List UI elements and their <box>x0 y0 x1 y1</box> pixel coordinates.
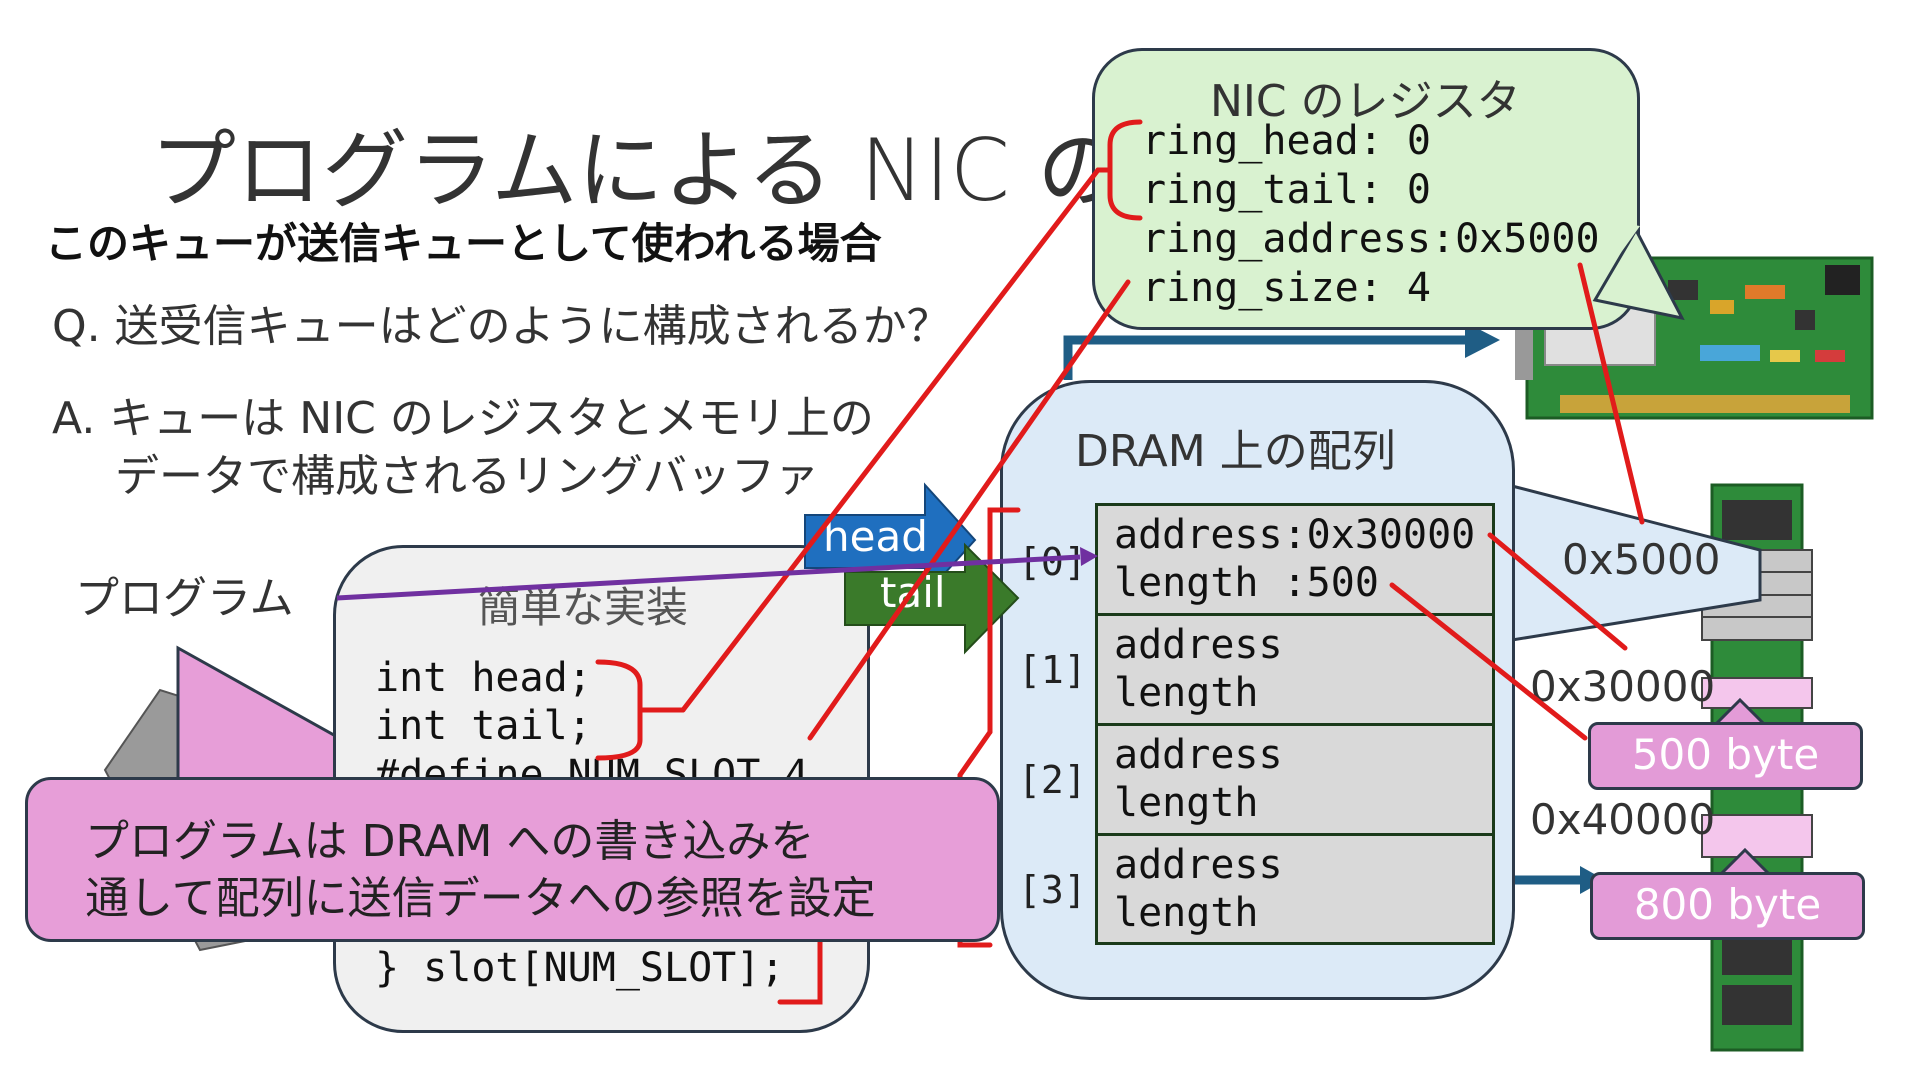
callout-line-2: 通して配列に送信データへの参照を設定 <box>85 873 876 924</box>
leader-line <box>1389 582 1588 741</box>
register-line: ring_head: 0 <box>1142 118 1431 164</box>
callout-box <box>25 777 1000 942</box>
slot-address: address:0x30000 <box>1114 512 1476 558</box>
buffer1-address-label: 0x30000 <box>1530 662 1716 711</box>
dram-panel-title: DRAM 上の配列 <box>1075 426 1396 477</box>
slot-bracket <box>987 507 1021 735</box>
slot-array: address:0x30000 length :500 address leng… <box>1095 503 1495 945</box>
slot-index: [3] <box>1018 868 1087 912</box>
connector-arrowhead <box>1465 322 1500 358</box>
leader-line <box>807 279 1131 741</box>
program-arrow <box>336 554 1081 601</box>
leader-line <box>1487 532 1628 651</box>
code-bracket <box>595 659 686 761</box>
program-arrowhead <box>1080 547 1098 566</box>
question-text: Q. 送受信キューはどのように構成されるか？ <box>52 301 951 352</box>
register-line: ring_size: 4 <box>1142 265 1431 311</box>
code-line: int head; <box>375 655 592 701</box>
leader-line <box>1577 262 1645 525</box>
answer-line-1: A. キューは NIC のレジスタとメモリ上の <box>52 393 874 444</box>
buffer2-size-tag: 800 byte <box>1590 872 1865 940</box>
code-line: int tail; <box>375 703 592 749</box>
head-arrow-label: head <box>823 512 928 561</box>
register-bracket <box>1095 119 1143 221</box>
page-title: プログラムによる NIC の <box>150 121 1124 221</box>
slot-address: address <box>1114 622 1283 668</box>
nic-panel-title: NIC のレジスタ <box>1210 76 1521 127</box>
nic-register-panel <box>1092 48 1640 330</box>
slot-length: length <box>1114 670 1259 716</box>
buffer1-size-tag: 500 byte <box>1588 722 1863 790</box>
slot-address: address <box>1114 842 1283 888</box>
callout-line-1: プログラムは DRAM への書き込みを <box>85 816 815 867</box>
program-label: プログラム <box>75 573 294 624</box>
leader-line <box>680 167 1101 713</box>
register-line: ring_address:0x5000 <box>1142 216 1600 262</box>
slot-length: length <box>1114 780 1259 826</box>
slot-index: [1] <box>1018 648 1087 692</box>
slot-row: address length <box>1098 616 1492 726</box>
code-line: } slot[NUM_SLOT]; <box>375 945 785 991</box>
slot-row: address:0x30000 length :500 <box>1098 506 1492 616</box>
slot-row: address length <box>1098 836 1492 946</box>
slot-row: address length <box>1098 726 1492 836</box>
code-panel-title: 簡単な実装 <box>478 583 689 632</box>
subtitle: このキューが送信キューとして使われる場合 <box>45 219 882 268</box>
register-line: ring_tail: 0 <box>1142 167 1431 213</box>
slot-length: length <box>1114 890 1259 936</box>
ring-address-label: 0x5000 <box>1562 535 1721 584</box>
slot-index: [2] <box>1018 758 1087 802</box>
slot-length: length :500 <box>1114 560 1379 606</box>
slot-address: address <box>1114 732 1283 778</box>
answer-line-2: データで構成されるリングバッファ <box>115 451 819 502</box>
buffer2-address-label: 0x40000 <box>1530 795 1716 844</box>
